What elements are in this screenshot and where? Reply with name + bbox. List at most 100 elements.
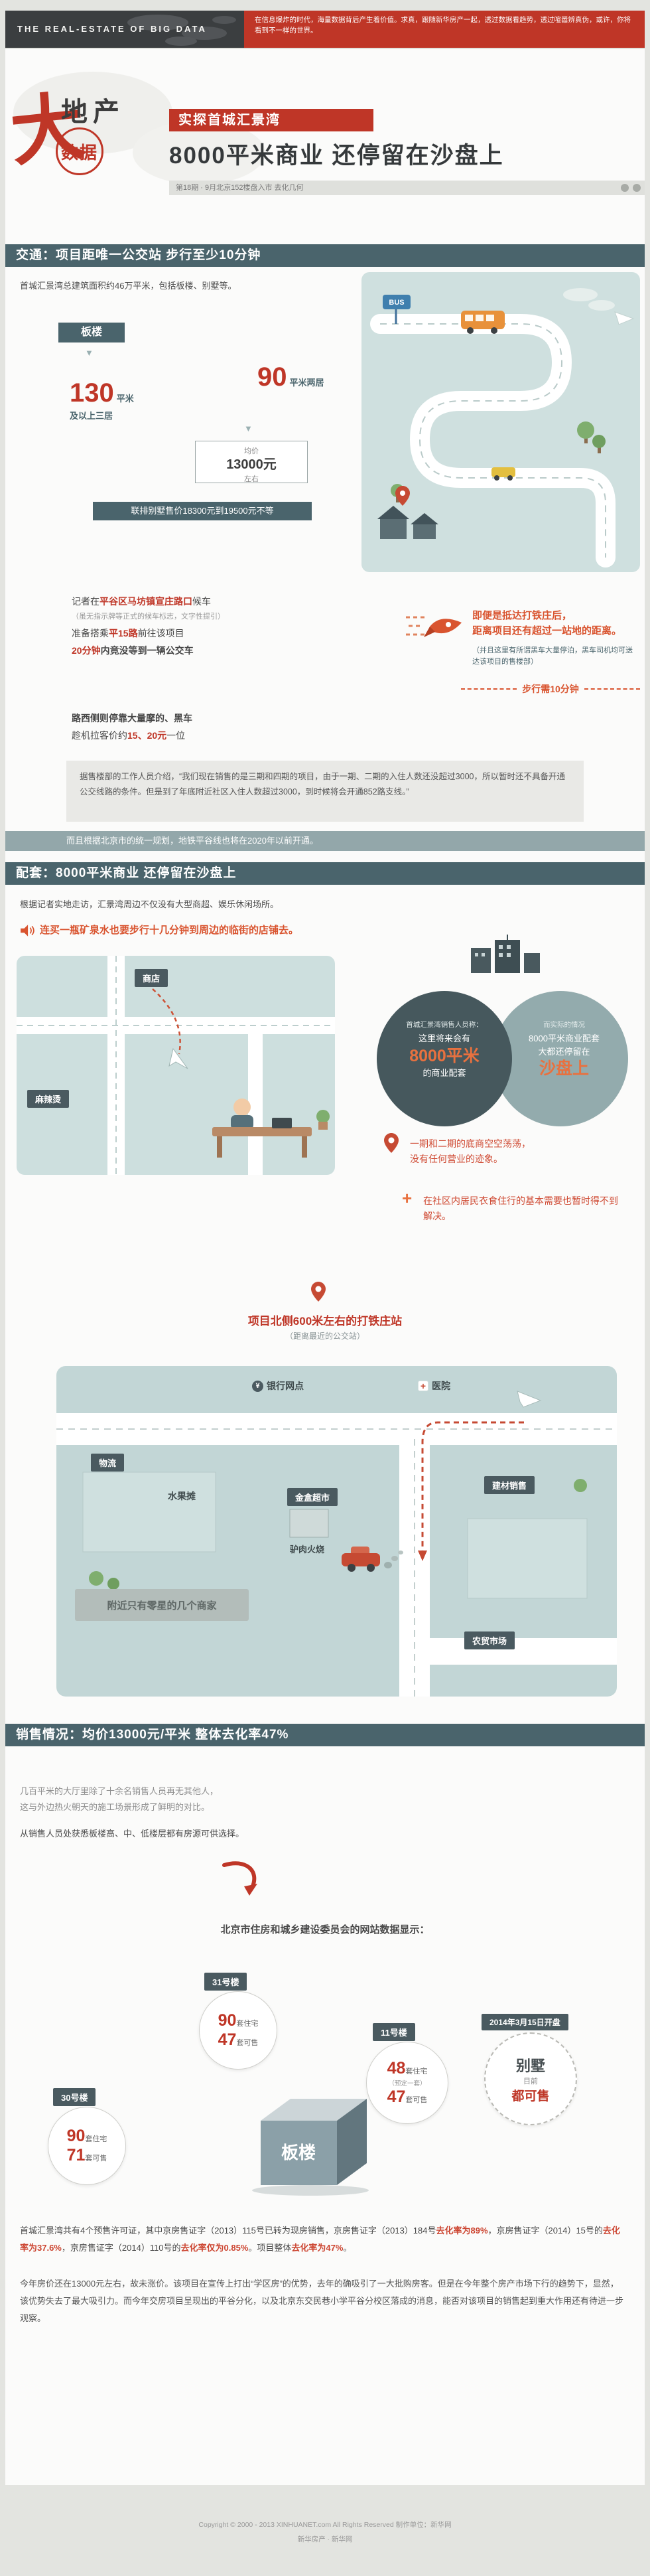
stat-130-desc: 及以上三居 <box>70 411 113 421</box>
banner-intro-panel: 在信息爆炸的时代，海量数据背后产生着价值。求真，跟随新华房产一起，透过数据看趋势… <box>244 11 645 48</box>
reporter-line3: 20分钟内竟没等到一辆公交车 <box>72 645 194 656</box>
venn-diagram: 首城汇景湾销售人员称： 这里将来会有 8000平米 的商业配套 而实际的情况 8… <box>365 935 640 1142</box>
speaker-note-text: 连买一瓶矿泉水也要步行十几分钟到周边的临街的店铺去。 <box>40 925 299 936</box>
logo-backdrop-map <box>13 72 265 185</box>
hospital-label: + 医院 <box>418 1379 450 1393</box>
arrive-note: 即便是抵达打铁庄后， 距离项目还有超过一站地的距离。 <box>472 608 642 639</box>
average-price-value: 13000元 <box>226 457 277 472</box>
venn-circles-graphic <box>377 991 628 1126</box>
footer-copyright: Copyright © 2000 - 2013 XINHUANET.com Al… <box>198 2521 452 2529</box>
dash-rule-right <box>584 688 641 690</box>
circle-building-31: 90套住宅 47套可售 <box>199 1991 277 2070</box>
plus-icon: + <box>402 1188 413 1208</box>
badge-building-11: 11号楼 <box>373 2023 415 2041</box>
few-shops-note: 附近只有零星的几个商家 <box>75 1589 249 1621</box>
map-nav-arrow-icon <box>517 1391 542 1408</box>
share-icon-weibo[interactable] <box>621 184 629 192</box>
permits-paragraph: 首城汇景湾共有4个预售许可证，其中京房售证字（2013）115号已转为现房销售，… <box>20 2226 620 2253</box>
station-subtitle: （距离最近的公交站） <box>285 1331 365 1341</box>
badge-building-31: 31号楼 <box>204 1973 247 1991</box>
moto-line2: 趁机拉客价约15、20元一位 <box>72 730 186 741</box>
building-materials-label: 建材销售 <box>484 1476 535 1494</box>
data-source-line: 北京市住房和城乡建设委员会的网站数据显示： <box>220 1924 430 1935</box>
banner-intro-text: 在信息爆炸的时代，海量数据背后产生着价值。求真，跟随新华房产一起，透过数据看趋势… <box>255 16 631 35</box>
share-icon-wechat[interactable] <box>633 184 641 192</box>
street-map-illustration: ¥ 银行网点 + 医院 物流 水果摊 金盒超市 驴肉火烧 建材销售 农贸市场 附… <box>56 1366 617 1697</box>
section3-header: 销售情况：均价13000元/平米 整体去化率47% <box>5 1724 645 1746</box>
circle-building-11: 48套住宅 （预定一套） 47套可售 <box>366 2042 448 2124</box>
walk-time-label: 步行需10分钟 <box>461 682 641 696</box>
buildings-icon <box>471 935 540 973</box>
section1-header: 交通：项目距唯一公交站 步行至少10分钟 <box>5 244 645 267</box>
average-price-box: 均价 13000元 左右 <box>195 441 308 483</box>
rocket-icon <box>406 616 462 637</box>
reporter-line1: 记者在平谷区马坊镇宣庄路口候车 <box>72 596 211 607</box>
location-pin-icon-2 <box>311 1282 326 1302</box>
paper-plane-icon <box>614 311 635 325</box>
route-map-graphic: BUS <box>361 272 640 572</box>
top-banner: THE REAL-ESTATE OF BIG DATA 在信息爆炸的时代，海量数… <box>5 11 645 48</box>
world-map-graphic <box>127 15 236 46</box>
banlou-3d-box: 板楼 <box>252 2099 369 2196</box>
stat-130-number: 130 <box>70 378 114 408</box>
sales-office-quote: 据售楼部的工作人员介绍，“我们现在销售的是三期和四期的项目，由于一期、二期的入住… <box>66 761 584 822</box>
farmers-market-label: 农贸市场 <box>464 1631 515 1649</box>
arrive-note-sub: （并且这里有所谓黑车大量停泊，黑车司机均可送达该项目的售楼部） <box>472 646 633 666</box>
nav-arrow-icon <box>168 1047 188 1069</box>
banner-left-panel: THE REAL-ESTATE OF BIG DATA <box>5 11 244 48</box>
logo-shuju-circle: 数据 <box>56 127 103 175</box>
footer-credit: 新华房产 · 新华网 <box>297 2536 353 2543</box>
logistics-label: 物流 <box>91 1454 125 1472</box>
sales-hall-line3: 从销售人员处获悉板楼高、中、低楼层都有房源可供选择。 <box>20 1829 245 1839</box>
houses-icons <box>377 506 438 539</box>
reporter-line2: 准备搭乘平15路前往该项目 <box>72 628 184 639</box>
issue-text: 第18期 · 9月北京152楼盘入市 去化几何 <box>176 184 304 192</box>
bus-stop-sign: BUS <box>389 299 404 307</box>
venn-right-text: 而实际的情况 8000平米商业配套 大都还停留在 沙盘上 <box>529 1021 600 1078</box>
logo-shuju-text: 数据 <box>60 142 98 163</box>
banlou-box-label: 板楼 <box>281 2143 316 2162</box>
donkey-burger-label: 驴肉火烧 <box>290 1545 325 1554</box>
section2-intro: 根据记者实地走访，汇景湾周边不仅没有大型商超、娱乐休闲场所。 <box>20 899 279 909</box>
neighborhood-map-graphic <box>17 956 335 1175</box>
badge-villa-opening: 2014年3月15日开盘 <box>482 2014 568 2030</box>
circle-building-30: 90套住宅 71套可售 <box>48 2107 126 2185</box>
smoking-car-icon <box>342 1547 403 1572</box>
sales-hall-line1: 几百平米的大厅里除了十余名销售人员再无其他人， <box>20 1786 219 1796</box>
moto-line1: 路西侧则停靠大量摩的、黑车 <box>72 713 192 723</box>
curved-arrow-icon <box>222 1861 257 1896</box>
supermarket-building <box>289 1509 329 1538</box>
section1-intro: 首城汇景湾总建筑面积约46万平米，包括板楼、别墅等。 <box>20 281 237 291</box>
daily-needs-note: 在社区内居民衣食住行的基本需要也暂时得不到解决。 <box>423 1195 618 1222</box>
villa-price-note: 联排别墅售价18300元到19500元不等 <box>93 502 312 520</box>
circle-villa: 别墅 目前 都可售 <box>484 2032 577 2125</box>
map-tree-icons <box>89 1479 587 1590</box>
banner-title: THE REAL-ESTATE OF BIG DATA <box>17 24 207 34</box>
outlook-paragraph: 今年房价还在13000元左右，故未涨价。该项目在宣传上打出“学区房”的优势，去年… <box>20 2279 624 2323</box>
arrive-note-line1: 即便是抵达打铁庄后， <box>472 610 572 621</box>
street-map-graphic <box>56 1366 617 1697</box>
yellow-car-icon <box>491 467 515 481</box>
reporter-note: （虽无指示牌等正式的候车标志，文字性提引） <box>72 613 225 621</box>
supermarket-label: 金盒超市 <box>287 1488 338 1506</box>
badge-building-30: 30号楼 <box>53 2088 96 2106</box>
fruit-stand-label: 水果摊 <box>168 1491 196 1501</box>
banlou-label: 板楼 <box>58 323 125 342</box>
sales-hall-line2: 这与外边热火朝天的施工场景形成了鲜明的对比。 <box>20 1802 210 1812</box>
station-title: 项目北侧600米左右的打铁庄站 <box>247 1315 403 1327</box>
logo-dichan-text: 地产 <box>61 98 125 127</box>
flow-arrow-down-icon-1: ▼ <box>85 348 94 358</box>
hospital-cross-icon: + <box>418 1381 428 1391</box>
yen-icon: ¥ <box>252 1380 263 1392</box>
shop-label: 商店 <box>135 969 168 987</box>
average-price-label: 均价 <box>244 447 259 455</box>
issue-bar: 第18期 · 9月北京152楼盘入市 去化几何 <box>169 181 645 195</box>
subtitle-bar: 实探首城汇景湾 <box>169 109 373 131</box>
dash-rule-left <box>461 688 517 690</box>
arrive-note-line2: 距离项目还有超过一站地的距离。 <box>472 625 622 637</box>
stat-90-unit: 平米两居 <box>289 378 324 388</box>
section2-header: 配套：8000平米商业 还停留在沙盘上 <box>5 862 645 885</box>
